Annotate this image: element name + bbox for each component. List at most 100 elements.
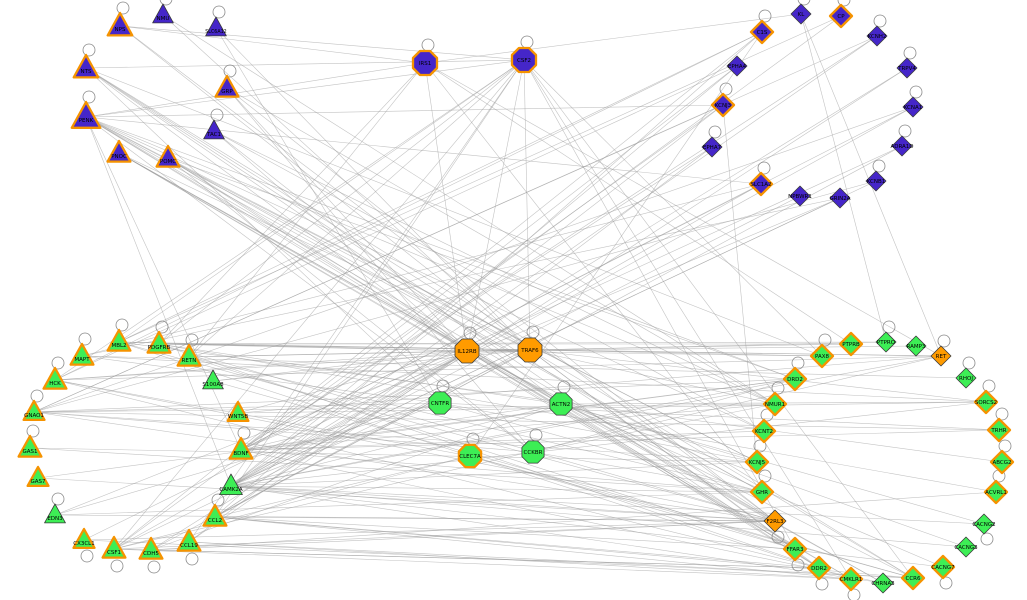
- node-EPHA7[interactable]: [701, 136, 723, 158]
- edge-KCNA1-CAMK2A: [230, 106, 914, 487]
- node-NTS[interactable]: [72, 53, 100, 79]
- node-KL[interactable]: [790, 3, 812, 25]
- edge-IL12RB-S100A8: [212, 350, 468, 382]
- node-KCNJ5[interactable]: [744, 449, 770, 475]
- self-loop-CMKLR1: [847, 588, 861, 600]
- node-CAMK2A[interactable]: [219, 473, 243, 496]
- edge-CLEC7A-HCK: [54, 379, 471, 457]
- node-BDNF[interactable]: [228, 436, 254, 460]
- node-CSF1[interactable]: [101, 535, 127, 559]
- node-NMUR1[interactable]: [762, 391, 788, 417]
- node-PENK[interactable]: [70, 100, 102, 129]
- node-NPS[interactable]: [106, 11, 134, 37]
- node-GNAO1[interactable]: [22, 399, 46, 422]
- node-MBL2[interactable]: [106, 328, 132, 352]
- node-KCNB1[interactable]: [865, 170, 887, 192]
- node-KCNA1[interactable]: [902, 96, 924, 118]
- node-POMC[interactable]: [155, 144, 181, 168]
- node-CACNG3[interactable]: [955, 536, 977, 558]
- node-KCNH2[interactable]: [866, 25, 888, 47]
- node-EPHA4[interactable]: [726, 55, 748, 77]
- node-MAPT[interactable]: [69, 342, 95, 366]
- node-NPBWR1[interactable]: [789, 185, 811, 207]
- node-GRP[interactable]: [214, 74, 240, 98]
- node-DDR2[interactable]: [806, 555, 832, 581]
- edge-PDGFRB-RET: [158, 343, 942, 357]
- node-CHRNA3[interactable]: [872, 572, 894, 594]
- self-loop-ABCG2: [998, 439, 1012, 453]
- self-loop-PAX8: [818, 333, 832, 347]
- node-PDGFRB[interactable]: [146, 330, 172, 354]
- node-GAS7[interactable]: [26, 465, 50, 488]
- node-RHOJ[interactable]: [955, 367, 977, 389]
- node-CDH5[interactable]: [138, 536, 164, 560]
- node-SORCS2[interactable]: [973, 389, 999, 415]
- node-IL12RB[interactable]: [454, 338, 480, 364]
- node-CACNG7[interactable]: [930, 554, 956, 580]
- node-PTPRB[interactable]: [838, 331, 864, 357]
- node-DRD2[interactable]: [782, 366, 808, 392]
- node-TRPV4[interactable]: [896, 57, 918, 79]
- edge-PENK-KCNJ3: [85, 104, 724, 118]
- node-PTPRO[interactable]: [875, 331, 897, 353]
- node-CCL19[interactable]: [176, 528, 202, 552]
- node-CCL2[interactable]: [202, 503, 228, 527]
- node-KCNJ3[interactable]: [710, 92, 736, 118]
- edge-PNOC-TRAF6: [118, 152, 531, 351]
- node-ACVRL1[interactable]: [983, 479, 1009, 505]
- self-loop-CX3CL1: [80, 549, 94, 563]
- self-loop-PENK: [82, 90, 96, 104]
- node-ACTN2[interactable]: [549, 392, 573, 416]
- node-NMU[interactable]: [152, 3, 174, 24]
- node-CLEC7A[interactable]: [457, 443, 483, 469]
- node-PNOC[interactable]: [106, 139, 132, 163]
- node-IRS1[interactable]: [411, 49, 439, 77]
- node-TAC1[interactable]: [203, 119, 225, 140]
- node-GAS1[interactable]: [17, 434, 43, 458]
- self-loop-EPHA7: [708, 125, 722, 139]
- node-FFAR3[interactable]: [782, 536, 808, 562]
- node-RETN[interactable]: [176, 343, 202, 367]
- node-F2RL3[interactable]: [763, 509, 787, 533]
- edge-CCL2-CMKLR1: [214, 516, 852, 580]
- node-CCR6[interactable]: [900, 565, 926, 591]
- node-S100A8[interactable]: [202, 369, 224, 390]
- node-WNT5B[interactable]: [226, 400, 250, 423]
- node-GRIN2A[interactable]: [829, 187, 851, 209]
- edge-MAPT-SORCS2: [81, 355, 987, 403]
- node-PAX8[interactable]: [809, 343, 835, 369]
- node-KCNT2[interactable]: [751, 418, 777, 444]
- edge-CSF2-PDGFRB: [158, 59, 525, 345]
- self-loop-SLC1A2: [757, 161, 771, 175]
- node-SLC6A12[interactable]: [205, 16, 227, 37]
- node-CNTFR[interactable]: [428, 391, 452, 415]
- node-HCK[interactable]: [42, 366, 68, 390]
- node-CCKBR[interactable]: [521, 440, 545, 464]
- node-RET[interactable]: [930, 345, 952, 367]
- edge-SLC6A12-CNTFR: [215, 27, 441, 404]
- node-EDN3[interactable]: [44, 503, 66, 524]
- node-CSF2[interactable]: [510, 46, 538, 74]
- self-loop-EDN3: [51, 492, 65, 506]
- node-CACNG2[interactable]: [973, 513, 995, 535]
- node-CX3CL1[interactable]: [72, 527, 96, 550]
- edge-GAS7-DRD2: [37, 378, 796, 479]
- node-TRHR[interactable]: [986, 417, 1012, 443]
- edge-NTS-CCR6: [85, 67, 914, 579]
- self-loop-KCNT2: [760, 408, 774, 422]
- edge-CLEC7A-CMKLR1: [469, 455, 852, 580]
- node-RAMP3[interactable]: [905, 335, 927, 357]
- node-CMKLR1[interactable]: [838, 566, 864, 592]
- edge-POMC-KCNJ5: [167, 157, 758, 463]
- node-SLC1A2[interactable]: [748, 171, 774, 197]
- node-C1S[interactable]: [749, 19, 775, 45]
- node-ABCG2[interactable]: [989, 449, 1015, 475]
- node-GHR[interactable]: [749, 479, 775, 505]
- edge-IRS1-IL12RB: [424, 62, 468, 352]
- node-TRAF6[interactable]: [517, 337, 543, 363]
- node-CP[interactable]: [828, 3, 854, 29]
- edge-CSF2-MBL2: [118, 59, 525, 343]
- node-ADRA1D[interactable]: [891, 135, 913, 157]
